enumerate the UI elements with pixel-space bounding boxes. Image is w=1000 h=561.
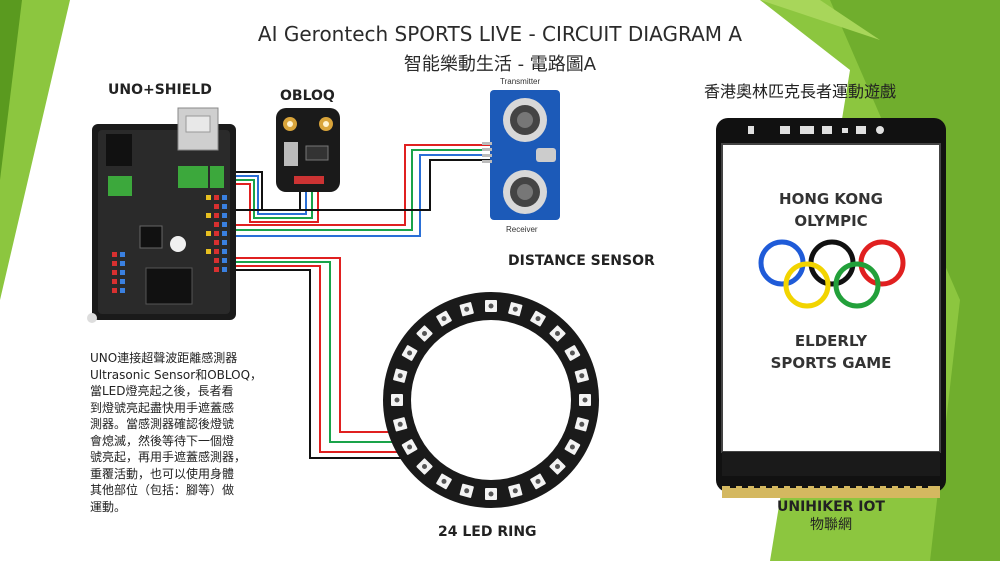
description-line: 其他部位（包括：腳等）做: [90, 483, 235, 497]
led-center: [464, 306, 470, 312]
led-center: [569, 350, 575, 356]
led-center: [569, 444, 575, 450]
screen-line-3: ELDERLY: [794, 332, 868, 350]
description-paragraph: UNO連接超聲波距離感測器 Ultrasonic Sensor和OBLOQ， 當…: [90, 350, 310, 515]
led-ring: [383, 292, 599, 508]
screen-line-1: HONG KONG: [779, 190, 883, 208]
description-line: UNO連接超聲波距離感測器: [90, 351, 238, 365]
title-line-2: 智能樂動生活 - 電路圖A: [403, 54, 597, 75]
description-line: 當LED燈亮起之後，長者看: [90, 384, 234, 398]
description-line: 測器。當感測器確認後燈號: [90, 417, 235, 431]
ultrasonic-sensor: [482, 90, 560, 220]
unihiker-label: UNIHIKER IOT 物聯網: [722, 498, 940, 534]
led-center: [407, 444, 413, 450]
led-center: [407, 350, 413, 356]
led-center: [512, 306, 518, 312]
description-line: Ultrasonic Sensor和OBLOQ，: [90, 367, 263, 382]
led-center: [397, 373, 403, 379]
led-center: [441, 478, 447, 484]
led-center: [464, 488, 470, 494]
uno-shield-board: [87, 107, 236, 323]
description-line: 會熄滅，然後等待下一個燈: [90, 433, 235, 448]
left-decoration: [0, 0, 70, 300]
screen-line-4: SPORTS GAME: [770, 354, 892, 372]
unihiker-label-line-2: 物聯網: [810, 517, 852, 533]
led-center: [394, 397, 400, 403]
led-center: [488, 491, 494, 497]
led-center: [555, 464, 560, 469]
screen-title: HONG KONG OLYMPIC: [722, 188, 940, 232]
led-center: [535, 478, 541, 484]
led-center: [579, 373, 585, 379]
led-center: [535, 316, 541, 322]
led-dots: [391, 300, 591, 500]
led-center: [582, 397, 588, 403]
description-line: 運動。: [90, 499, 127, 514]
screen-subtitle: ELDERLY SPORTS GAME: [722, 330, 940, 374]
screen-line-2: OLYMPIC: [794, 212, 868, 230]
unihiker-label-line-1: UNIHIKER IOT: [777, 499, 885, 515]
led-center: [512, 488, 518, 494]
olympic-rings: [758, 239, 906, 309]
led-center: [488, 303, 494, 309]
description-line: 號亮起，再用手遮蓋感測器，: [90, 450, 247, 464]
uno-shield-label: UNO+SHIELD: [108, 82, 212, 98]
description-line: 到燈號亮起盡快用手遮蓋感: [90, 400, 235, 415]
unihiker-device: [716, 118, 946, 498]
led-center: [441, 316, 447, 322]
receiver-label: Receiver: [506, 225, 538, 234]
led-center: [422, 331, 427, 336]
transmitter-label: Transmitter: [500, 77, 541, 86]
wires: [232, 144, 492, 459]
led-center: [555, 331, 560, 336]
led-center: [422, 464, 427, 469]
description-line: 重覆活動，也可以使用身體: [90, 466, 235, 481]
led-center: [579, 421, 585, 427]
led-ring-label: 24 LED RING: [438, 524, 537, 540]
led-center: [397, 421, 403, 427]
distance-sensor-label: DISTANCE SENSOR: [508, 253, 655, 269]
obloq-board: [276, 108, 340, 192]
obloq-label: OBLOQ: [280, 88, 335, 104]
title-line-1: AI Gerontech SPORTS LIVE - CIRCUIT DIAGR…: [257, 22, 743, 46]
olympic-game-header: 香港奧林匹克長者運動遊戲: [704, 82, 897, 101]
